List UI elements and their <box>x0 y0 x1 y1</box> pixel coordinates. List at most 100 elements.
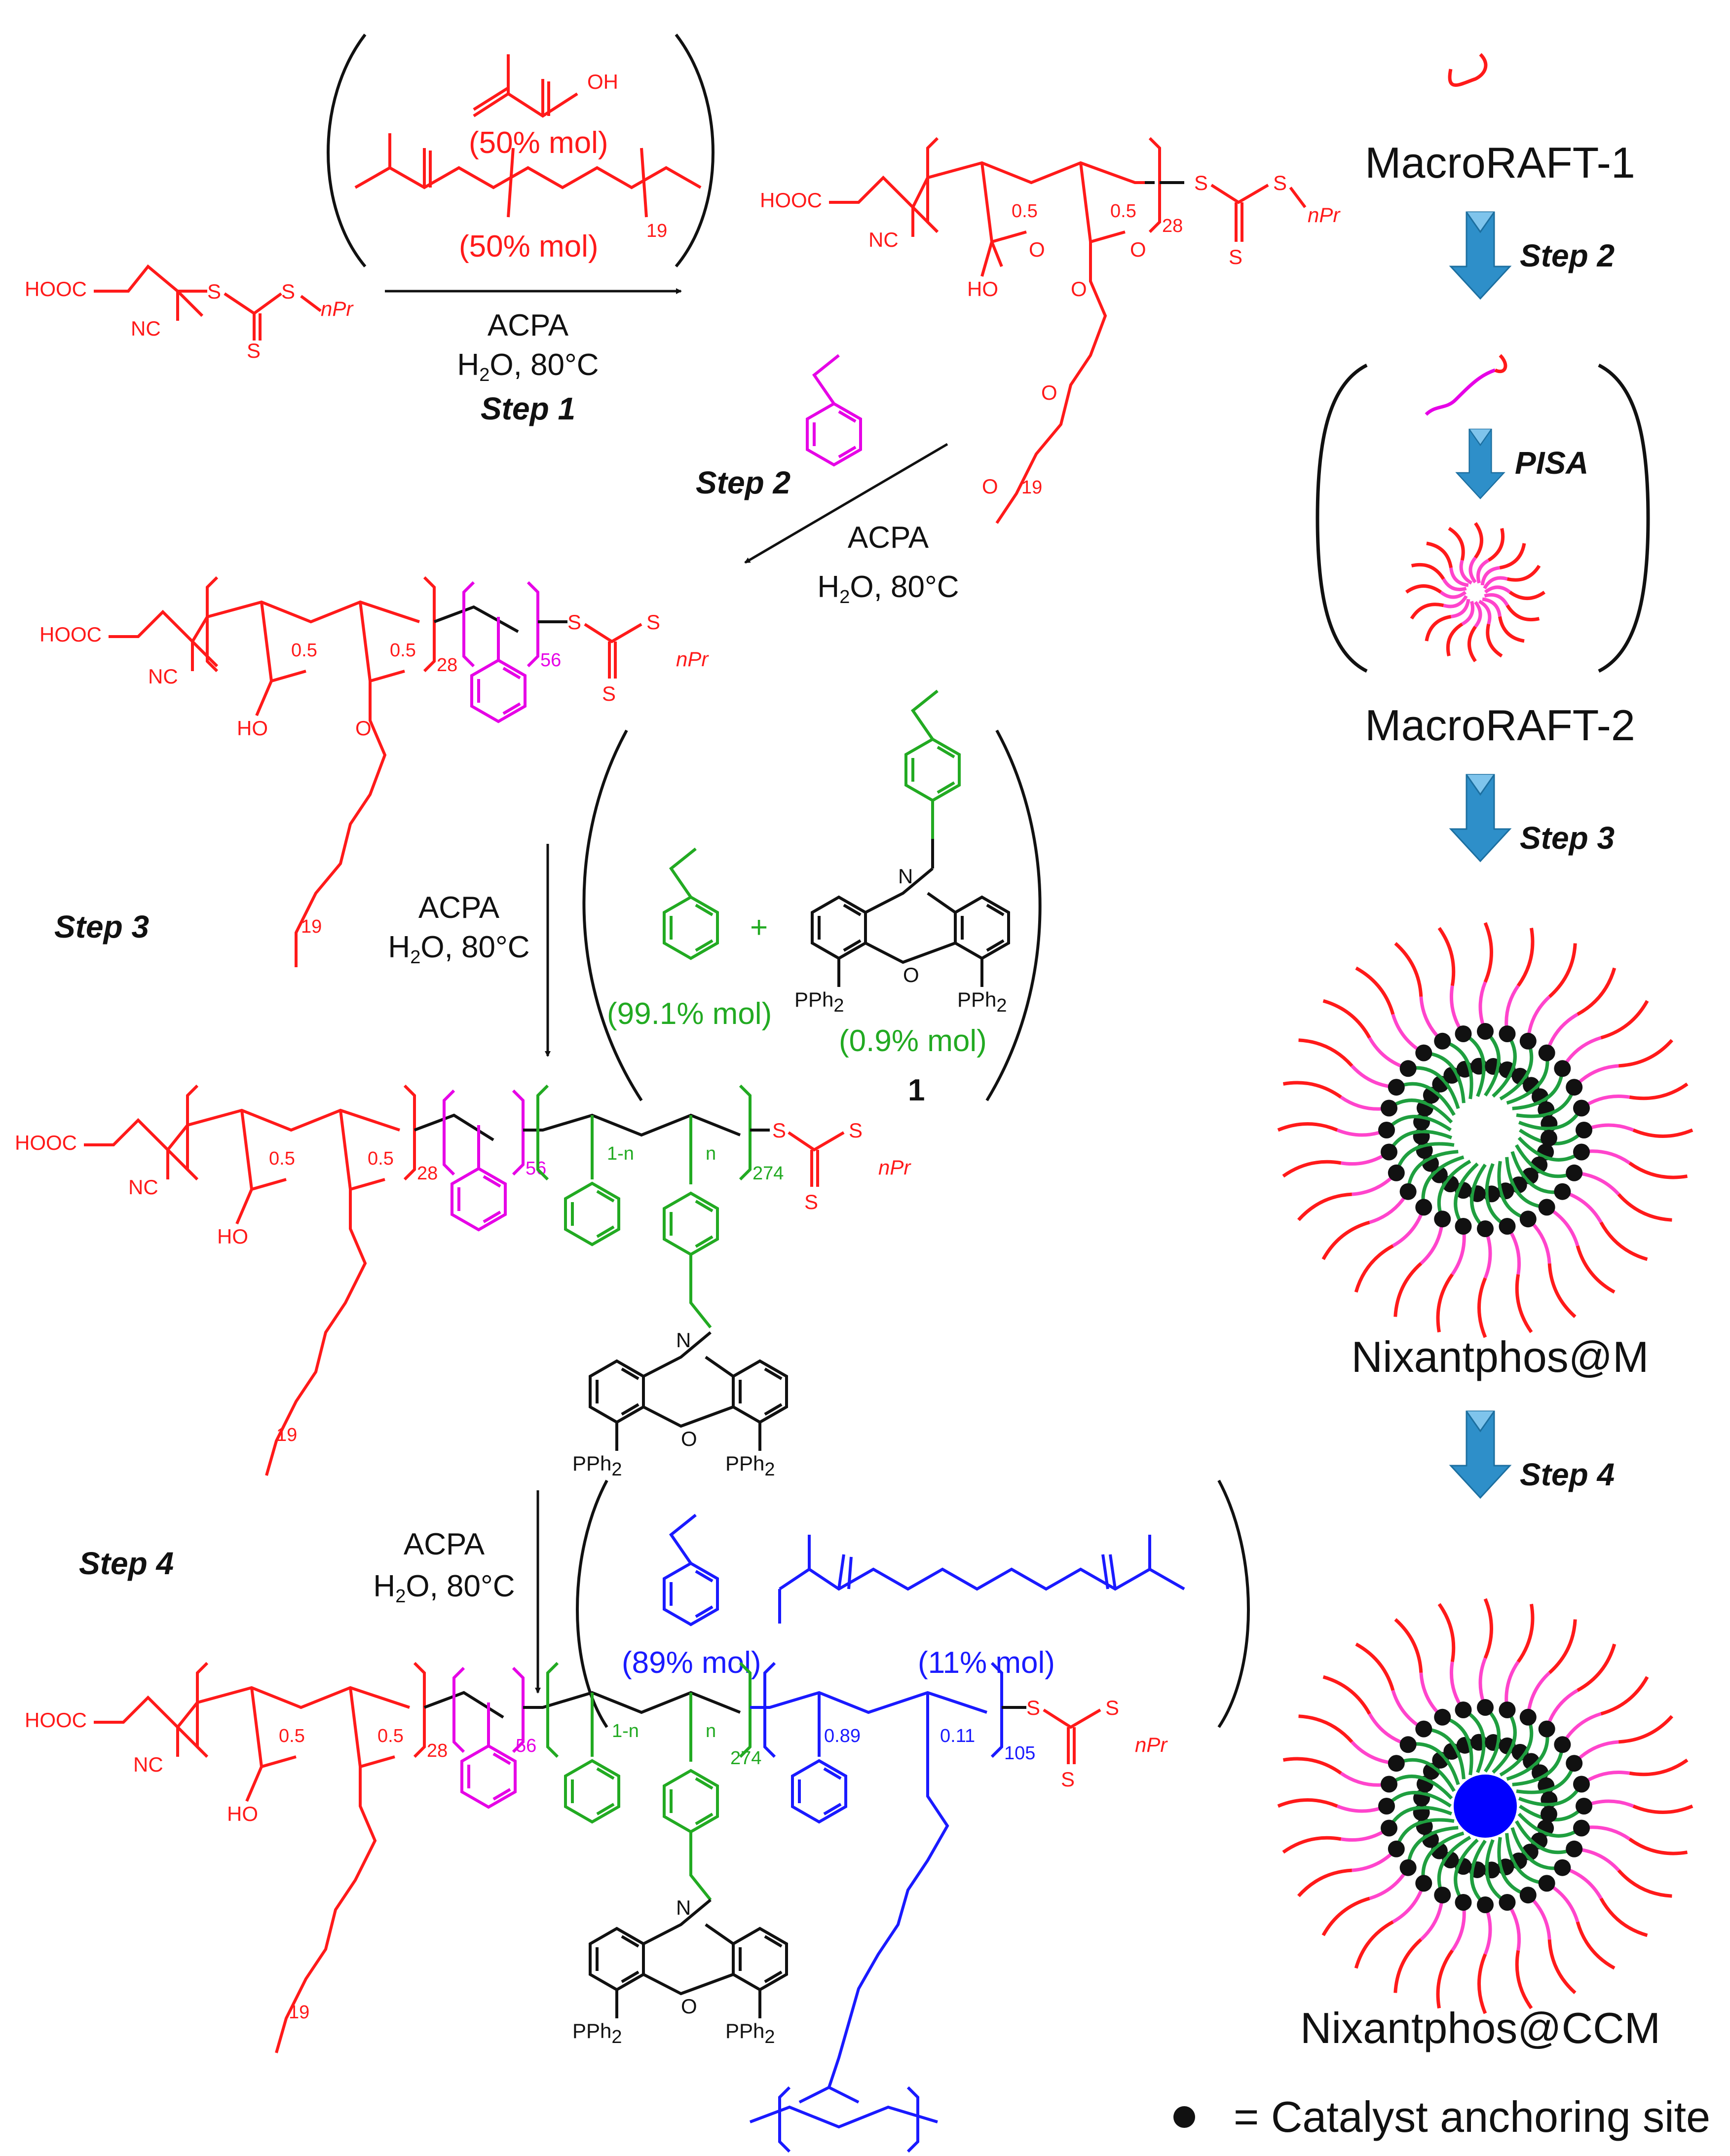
corona-end <box>1297 1192 1352 1221</box>
anchoring-dot <box>1519 1210 1537 1228</box>
macroraft2-label: MacroRAFT-2 <box>1365 701 1635 750</box>
anchoring-dot <box>1573 1143 1590 1161</box>
m4-pph2-left: PPh2 <box>572 2019 622 2047</box>
corona-end <box>1577 967 1617 1016</box>
m4-core-dp: 274 <box>730 1748 761 1769</box>
anchoring-dot <box>1538 1044 1555 1061</box>
corona-end <box>1282 1160 1342 1178</box>
m1-f1: 0.5 <box>1012 201 1038 222</box>
step1-monomers: OH (50% mol) (50% mol) 19 <box>327 34 715 267</box>
anchoring-dot <box>1538 1199 1555 1216</box>
cta-nc: NC <box>131 317 161 340</box>
corona-end <box>1394 942 1423 997</box>
corona-end <box>1599 1897 1648 1937</box>
anchoring-dot <box>1434 1210 1451 1228</box>
cartoon-step3-label: Step 3 <box>1520 820 1615 856</box>
m4-peg: 19 <box>289 2002 309 2023</box>
m4-cross-b: 0.11 <box>940 1726 975 1746</box>
cta-s2: S <box>281 280 295 303</box>
anchoring-dot <box>1566 1755 1583 1772</box>
crosslinked-core <box>1454 1775 1517 1838</box>
corona-end <box>1446 622 1464 657</box>
anchoring-dot <box>1573 1819 1590 1837</box>
micelle-label: Nixantphos@M <box>1352 1332 1649 1381</box>
m4-o: O <box>681 1995 697 2018</box>
m4-s3: S <box>1061 1768 1075 1791</box>
corona-chain <box>1468 556 1477 584</box>
corona-end <box>1393 1938 1423 1993</box>
anchoring-dot <box>1576 1798 1592 1815</box>
anchoring-dot <box>1434 1708 1451 1726</box>
corona-chain <box>1443 595 1468 608</box>
m1-o1: O <box>1029 238 1045 261</box>
anchoring-dot <box>1415 1044 1432 1061</box>
corona-end <box>1617 1869 1672 1898</box>
corona-end <box>1425 615 1452 642</box>
m3-peg: 19 <box>276 1425 297 1445</box>
anchoring-dot <box>1455 1217 1472 1235</box>
m4-ps-dp: 56 <box>516 1736 536 1756</box>
m3-ho: HO <box>217 1225 248 1248</box>
m3-s2: S <box>849 1119 863 1142</box>
legend-text: = Catalyst anchoring site <box>1234 2092 1710 2141</box>
corona-end <box>1277 1122 1338 1132</box>
pisa-arrow <box>1456 428 1505 499</box>
corona-end <box>1576 1245 1616 1294</box>
corona-end <box>1322 1675 1371 1715</box>
anchoring-dot <box>1554 1060 1571 1077</box>
anchoring-dot <box>1455 1702 1472 1719</box>
m1-dp: 28 <box>1162 216 1183 236</box>
anchoring-dot <box>1519 1708 1537 1726</box>
corona-end <box>1600 1676 1649 1716</box>
m4-pph2-right: PPh2 <box>725 2019 775 2047</box>
m3-f2: 0.5 <box>368 1148 394 1169</box>
m3-nc: NC <box>128 1175 158 1199</box>
corona-end <box>1505 604 1540 622</box>
corona-end <box>1321 1220 1370 1260</box>
step4-conditions: H2O, 80°C <box>373 1569 515 1607</box>
m1-peg: 19 <box>1021 477 1042 498</box>
corona-end <box>1277 1798 1338 1808</box>
corona-end <box>1499 543 1526 569</box>
corona-end <box>1632 1128 1693 1138</box>
m2-hooc: HOOC <box>39 623 102 646</box>
corona-end <box>1355 966 1395 1015</box>
m3-s1: S <box>772 1119 786 1142</box>
corona-chain <box>1484 593 1509 606</box>
m2-ps-ring <box>472 660 525 721</box>
m2-s2: S <box>646 610 660 634</box>
m3-dp: 28 <box>417 1163 438 1184</box>
m2-ho: HO <box>237 717 268 740</box>
reagent1-percent: (50% mol) <box>469 126 608 160</box>
anchoring-dot <box>1499 1025 1516 1043</box>
step3-monomers: + (99.1% mol) N O PPh2 PPh2 (0.9% mol) 1 <box>582 689 1042 1107</box>
anchoring-dot <box>1415 1720 1432 1738</box>
step4-label: Step 4 <box>79 1546 174 1581</box>
m1-o2: O <box>1130 238 1146 261</box>
anchoring-dot <box>1381 1143 1398 1161</box>
m4-ho: HO <box>227 1802 258 1825</box>
m3-s3: S <box>804 1190 818 1213</box>
m2-ps-dp: 56 <box>540 650 561 671</box>
corona-chain <box>1484 585 1511 594</box>
small-micelle <box>1405 522 1546 663</box>
corona-end <box>1355 1642 1395 1691</box>
anchoring-dot <box>1499 1702 1516 1719</box>
acid-oh-label: OH <box>587 70 618 93</box>
corona-end <box>1474 522 1483 559</box>
m1-f2: 0.5 <box>1110 201 1136 222</box>
m4-n: N <box>676 1896 691 1919</box>
corona-chain <box>1459 560 1473 585</box>
anchoring-dot <box>1434 1887 1451 1904</box>
corona-end <box>1477 1953 1487 2014</box>
cartoon-step4-label: Step 4 <box>1520 1457 1615 1492</box>
m2-f1: 0.5 <box>291 640 317 661</box>
anchoring-dot <box>1566 1079 1583 1096</box>
m2-o: O <box>355 717 372 740</box>
corona-end <box>1282 1836 1342 1854</box>
corona-end <box>1632 1804 1693 1814</box>
micelle-structure: HOOC NC 0.5 0.5 28 HO 19 56 1-n n 274 N … <box>15 1084 911 1480</box>
corona-end <box>1282 1757 1342 1775</box>
corona-end <box>1467 625 1477 663</box>
plus-sign: + <box>750 910 768 945</box>
